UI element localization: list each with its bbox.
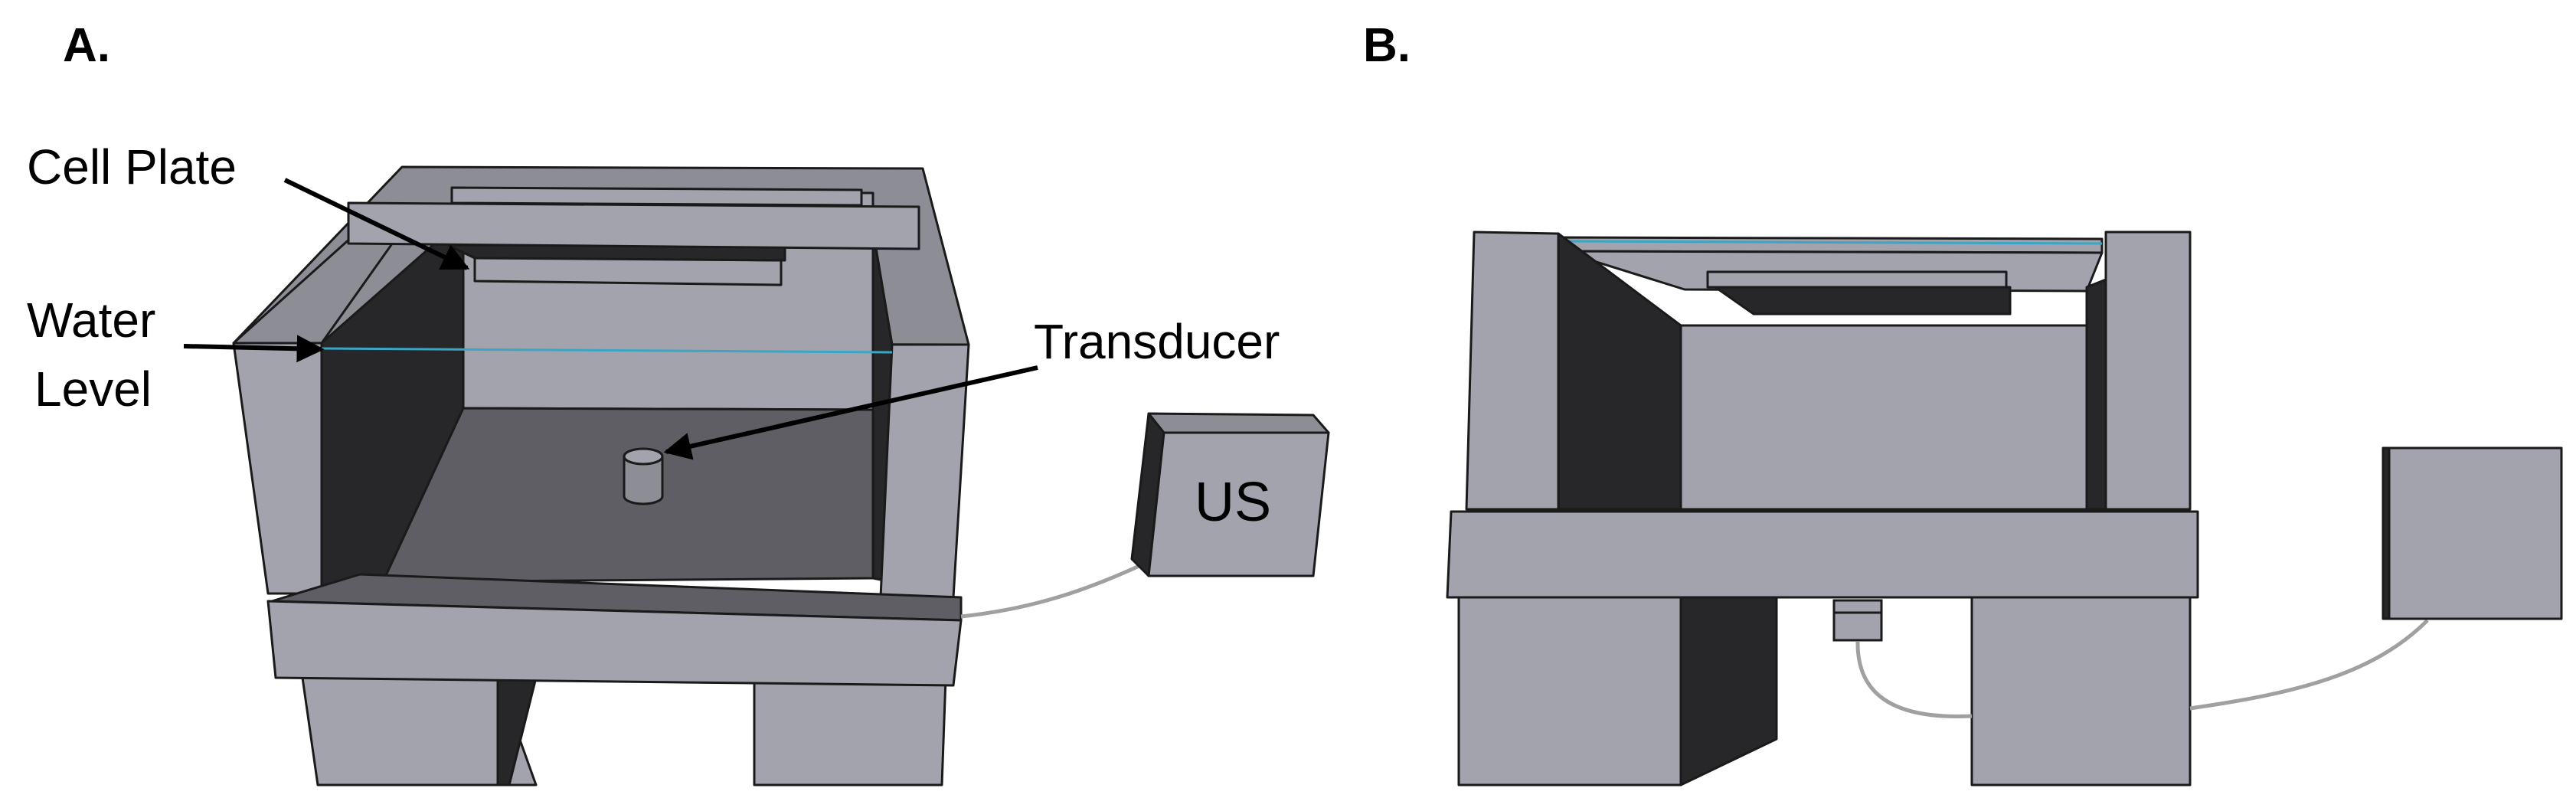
panel-a-label: A. [63, 19, 110, 72]
cable-b [2189, 619, 2429, 711]
us-device-a: US [1130, 412, 1330, 577]
callout-water-line2: Level [34, 361, 152, 417]
leg-right-a [753, 676, 947, 786]
tank-apparatus-b [1446, 231, 2199, 786]
pillar-left-b [1465, 231, 1560, 511]
arrow-transducer [663, 365, 1038, 460]
transducer-b [1832, 599, 1883, 642]
cell-plate-b [1706, 270, 2008, 289]
panel-a: A. [27, 19, 1330, 786]
water-level-line-a [321, 347, 893, 354]
water-level-line-b [1561, 240, 2103, 245]
base-slab-front-a [266, 600, 963, 687]
tank-apparatus-a [232, 165, 970, 786]
base-band-b [1446, 510, 2199, 599]
panel-b-label: B. [1363, 19, 1411, 72]
transducer-a [623, 447, 664, 505]
leg-right-b [1970, 596, 2192, 786]
pillar-right-b [2104, 231, 2192, 511]
leg-left-b-shadow [1679, 596, 1778, 786]
front-rail-a [347, 201, 920, 250]
arrow-water-level [183, 335, 325, 363]
cable-a [960, 563, 1143, 619]
back-wall-b [1679, 324, 2088, 511]
arrow-cell-plate [283, 178, 470, 270]
us-device-label: US [1195, 472, 1271, 533]
us-device-b [2381, 446, 2563, 620]
right-inner-wall-b [2085, 278, 2107, 511]
callout-water-line1: Water [27, 293, 155, 348]
pillar-right-a [879, 343, 970, 599]
cable-transducer-b [1855, 641, 1973, 718]
pillar-left-a [232, 342, 323, 595]
panel-b: B. [1363, 19, 2563, 786]
leg-left-b [1457, 596, 1682, 786]
back-rail-a [450, 186, 863, 207]
cell-plate-b-shadow [1714, 286, 2012, 316]
callout-transducer: Transducer [1034, 314, 1280, 369]
callout-cell-plate: Cell Plate [27, 139, 237, 195]
